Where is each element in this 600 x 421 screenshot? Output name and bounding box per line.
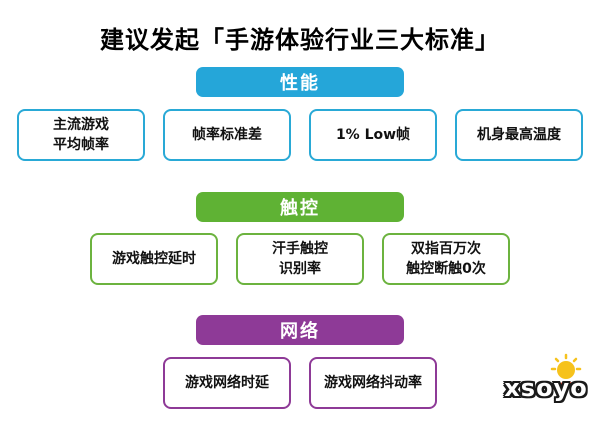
criteria-box-sweaty-hand: 汗手触控 识别率	[236, 233, 364, 285]
criteria-text: 识别率	[279, 261, 321, 277]
section-bar-network: 网络	[196, 315, 404, 345]
criteria-box-network-latency: 游戏网络时延	[163, 357, 291, 409]
criteria-text: 汗手触控	[272, 241, 328, 257]
section-bar-touch: 触控	[196, 192, 404, 222]
page-title: 建议发起「手游体验行业三大标准」	[100, 26, 500, 54]
criteria-text: 游戏网络抖动率	[324, 375, 422, 391]
criteria-text: 游戏触控延时	[112, 251, 196, 267]
criteria-text: 主流游戏	[53, 117, 109, 133]
criteria-box-two-finger-touch: 双指百万次 触控断触0次	[382, 233, 510, 285]
criteria-text: 帧率标准差	[192, 127, 262, 143]
logo-text: xsoyo	[504, 374, 588, 402]
criteria-box-max-temperature: 机身最高温度	[455, 109, 583, 161]
criteria-box-1pct-low: 1% Low帧	[309, 109, 437, 161]
criteria-box-network-jitter: 游戏网络抖动率	[309, 357, 437, 409]
criteria-text: 平均帧率	[53, 137, 109, 153]
criteria-text: 触控断触0次	[406, 261, 486, 277]
criteria-text: 游戏网络时延	[185, 375, 269, 391]
criteria-box-avg-framerate: 主流游戏 平均帧率	[17, 109, 145, 161]
xsoyo-logo: xsoyo	[496, 352, 596, 416]
sun-logo-icon	[550, 353, 582, 390]
criteria-text: 双指百万次	[411, 241, 481, 257]
criteria-text: 机身最高温度	[477, 127, 561, 143]
criteria-text: 1% Low帧	[335, 127, 411, 143]
criteria-box-touch-latency: 游戏触控延时	[90, 233, 218, 285]
criteria-box-framerate-stddev: 帧率标准差	[163, 109, 291, 161]
section-bar-performance: 性能	[196, 67, 404, 97]
